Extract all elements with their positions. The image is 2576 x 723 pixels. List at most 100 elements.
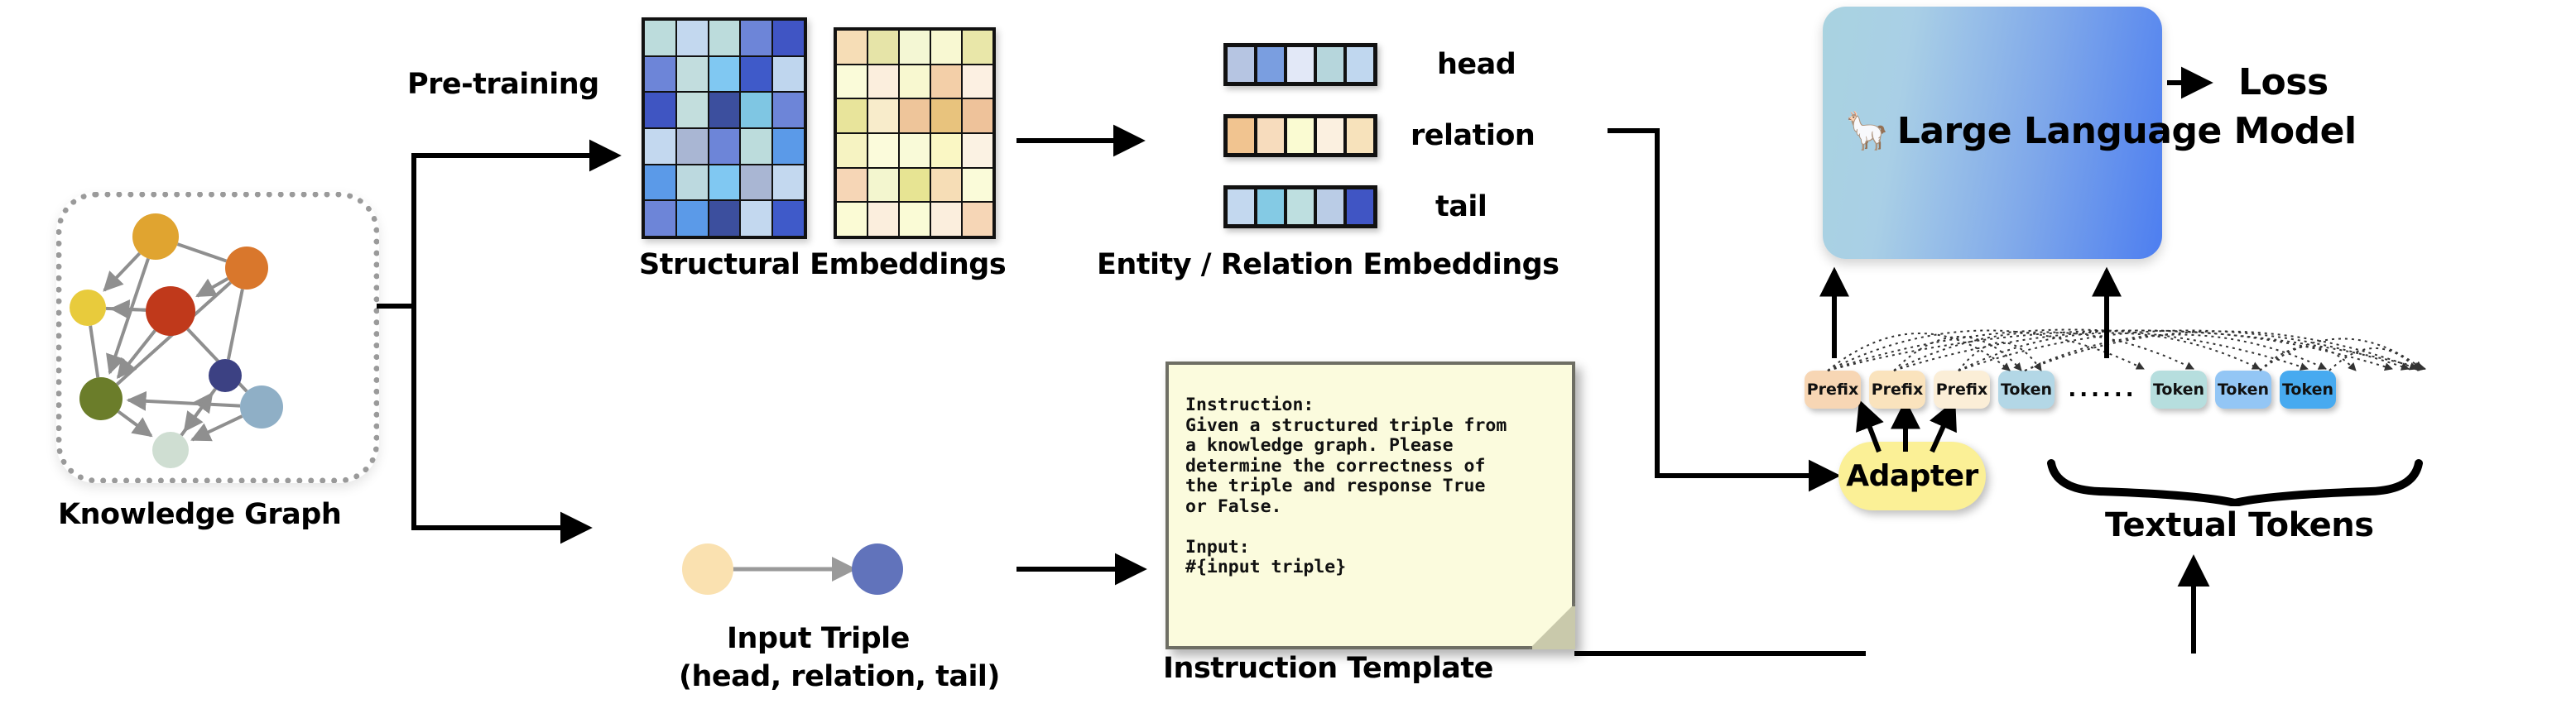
instruction-template-text: Instruction: Given a structured triple f… bbox=[1185, 395, 1507, 577]
adapter-label: Adapter bbox=[1846, 459, 1978, 493]
heatmap-cell bbox=[836, 30, 867, 65]
embedding-cell bbox=[1286, 117, 1315, 155]
heatmap-to-vectors-arrow bbox=[1016, 124, 1146, 157]
knowledge-graph-edge bbox=[180, 391, 214, 437]
knowledge-graph-edge bbox=[126, 390, 241, 411]
llm-title-row: 🦙 Large Language Model bbox=[1844, 110, 2357, 152]
knowledge-graph-edge bbox=[89, 325, 100, 378]
heatmap-cell bbox=[836, 98, 867, 133]
entity-relation-embeddings-label: Entity / Relation Embeddings bbox=[1097, 248, 1560, 281]
heatmap-cell bbox=[772, 20, 805, 56]
heatmap-cell bbox=[740, 200, 773, 237]
heatmap-cell bbox=[644, 92, 676, 128]
heatmap-cell bbox=[644, 128, 676, 165]
knowledge-graph-edge bbox=[190, 414, 243, 442]
knowledge-graph-node[interactable] bbox=[240, 385, 283, 429]
embedding-vector-row: tail bbox=[1223, 185, 1535, 228]
heatmap-cell bbox=[836, 167, 867, 203]
knowledge-graph-edge bbox=[226, 289, 244, 360]
heatmap-cell bbox=[962, 30, 993, 65]
knowledge-graph-edge bbox=[195, 277, 229, 298]
heatmap-cell bbox=[962, 98, 993, 133]
knowledge-graph-node[interactable] bbox=[132, 213, 179, 260]
flow-into-adapter-and-tokens bbox=[1574, 128, 1866, 656]
adapter-block[interactable]: Adapter bbox=[1838, 442, 1986, 510]
instruction-template-label: Instruction Template bbox=[1163, 652, 1493, 685]
attention-arcs bbox=[1827, 328, 2426, 371]
heatmap-cell bbox=[867, 167, 899, 203]
instruction-template-note bbox=[1165, 362, 1575, 649]
heatmap-cell bbox=[930, 167, 962, 203]
structural-embeddings-heatmap bbox=[642, 17, 807, 239]
heatmap-cell bbox=[675, 128, 709, 165]
knowledge-graph-node[interactable] bbox=[209, 359, 242, 392]
prefix-chip[interactable]: Prefix bbox=[1805, 371, 1861, 409]
token-chip[interactable]: Token bbox=[2280, 371, 2336, 409]
heatmap-cell bbox=[708, 200, 741, 237]
knowledge-graph-node[interactable] bbox=[79, 377, 123, 420]
heatmap-cell bbox=[772, 55, 805, 93]
heatmap-cell bbox=[962, 64, 993, 99]
knowledge-graph-edge bbox=[103, 251, 142, 292]
textual-tokens-brace bbox=[2047, 459, 2423, 506]
heatmap-cell bbox=[867, 133, 899, 168]
heatmap-cell bbox=[962, 202, 993, 237]
token-chip[interactable]: Token bbox=[1998, 371, 2055, 409]
knowledge-graph-container bbox=[56, 192, 379, 483]
knowledge-graph-node[interactable] bbox=[152, 432, 189, 468]
token-chip[interactable]: Token bbox=[2151, 371, 2207, 409]
heatmap-cell bbox=[644, 55, 676, 93]
embedding-cell bbox=[1256, 188, 1286, 226]
token-ellipsis: ...... bbox=[2068, 377, 2137, 402]
heatmap-cell bbox=[708, 128, 741, 165]
heatmap-cell bbox=[740, 128, 773, 165]
embedding-vector-head bbox=[1223, 43, 1377, 86]
embedding-vector-label-relation: relation bbox=[1411, 119, 1536, 152]
embedding-cell bbox=[1226, 188, 1256, 226]
heatmap-cell bbox=[740, 164, 773, 201]
embedding-cell bbox=[1315, 188, 1345, 226]
heatmap-cell bbox=[772, 128, 805, 165]
embedding-cell bbox=[1315, 117, 1345, 155]
input-triple-sub-label: (head, relation, tail) bbox=[679, 660, 1000, 693]
heatmap-cell bbox=[675, 20, 709, 56]
note-to-textual-tokens-arrow bbox=[2177, 554, 2210, 654]
embedding-cell bbox=[1256, 45, 1286, 84]
heatmap-cell bbox=[899, 167, 930, 203]
heatmap-cell bbox=[675, 55, 709, 93]
heatmap-cell bbox=[740, 20, 773, 56]
heatmap-cell bbox=[772, 164, 805, 201]
knowledge-graph-edge bbox=[176, 242, 228, 263]
structural-embeddings-label: Structural Embeddings bbox=[639, 248, 1007, 281]
adapter-to-prefix-arrows bbox=[1856, 399, 1957, 453]
knowledge-graph-edge bbox=[105, 306, 147, 312]
knowledge-graph-label: Knowledge Graph bbox=[58, 498, 342, 531]
textual-tokens-label: Textual Tokens bbox=[2105, 506, 2374, 544]
kg-branch-arrows bbox=[377, 139, 622, 544]
prefix-chip[interactable]: Prefix bbox=[1934, 371, 1990, 409]
knowledge-graph-node[interactable] bbox=[146, 286, 195, 336]
knowledge-graph-node[interactable] bbox=[70, 290, 106, 326]
token-chip[interactable]: Token bbox=[2215, 371, 2271, 409]
embedding-vector-row: relation bbox=[1223, 114, 1536, 157]
heatmap-cell bbox=[899, 64, 930, 99]
input-triple-graph bbox=[682, 543, 903, 595]
knowledge-graph-node[interactable] bbox=[225, 247, 268, 290]
heatmap-cell bbox=[836, 133, 867, 168]
heatmap-cell bbox=[740, 92, 773, 128]
entity-relation-heatmap bbox=[834, 27, 996, 239]
knowledge-graph-figure bbox=[70, 213, 283, 468]
heatmap-cell bbox=[836, 202, 867, 237]
heatmap-cell bbox=[675, 164, 709, 201]
heatmap-cell bbox=[899, 30, 930, 65]
heatmap-cell bbox=[930, 64, 962, 99]
heatmap-cell bbox=[708, 164, 741, 201]
heatmap-cell bbox=[899, 202, 930, 237]
triple-to-note-arrow bbox=[1016, 553, 1147, 586]
embedding-cell bbox=[1286, 188, 1315, 226]
large-language-model-block[interactable] bbox=[1823, 7, 2162, 259]
prefix-chip[interactable]: Prefix bbox=[1869, 371, 1925, 409]
embedding-cell bbox=[1345, 188, 1375, 226]
heatmap-cell bbox=[644, 200, 676, 237]
